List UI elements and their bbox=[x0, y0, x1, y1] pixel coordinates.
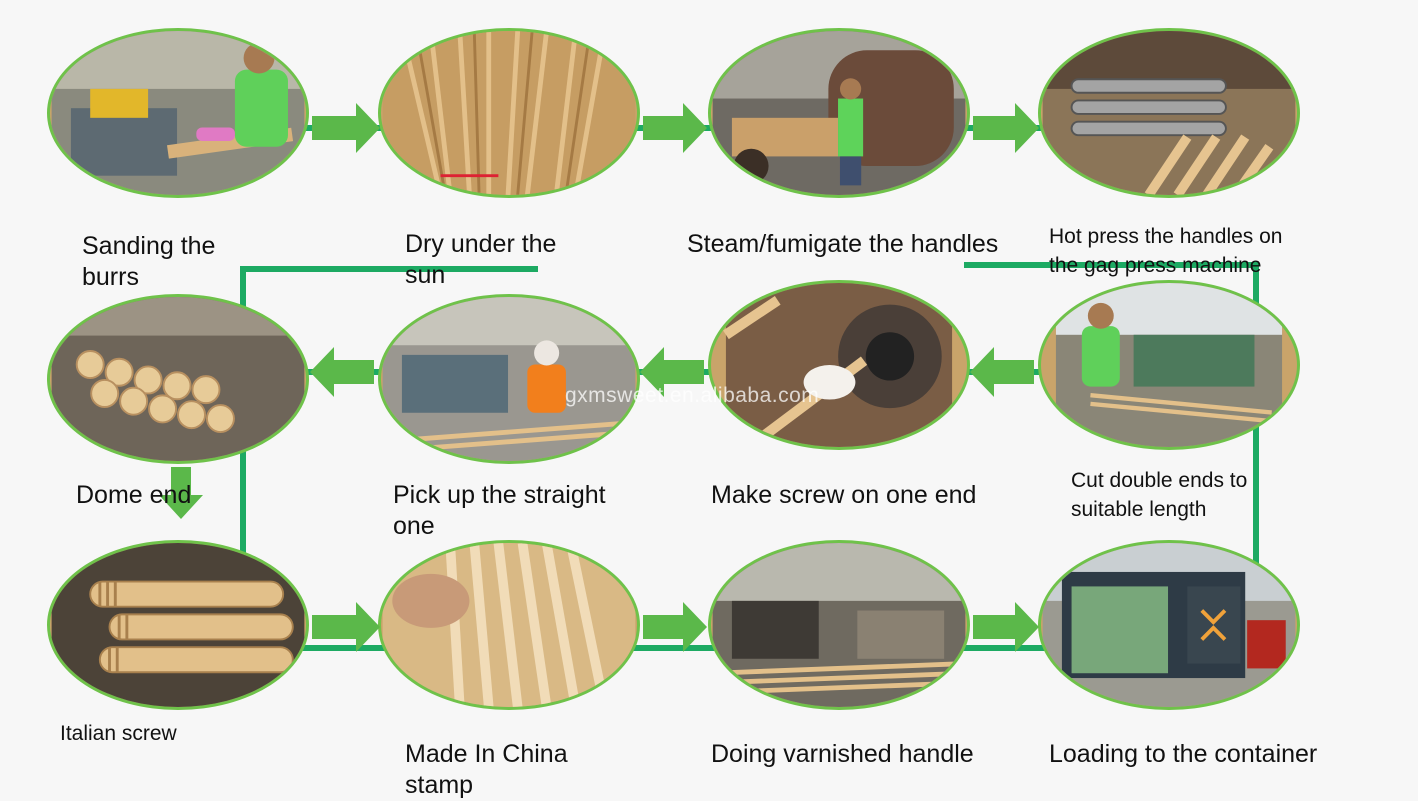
caption-cut-ends: Cut double ends to suitable length bbox=[1071, 466, 1247, 524]
caption-dry: Dry under the sun bbox=[405, 229, 556, 291]
arrow-right-icon bbox=[643, 602, 707, 652]
arrow-left-icon bbox=[310, 347, 374, 397]
caption-pick-straight: Pick up the straight one bbox=[393, 480, 606, 542]
caption-varnish: Doing varnished handle bbox=[711, 739, 974, 770]
caption-container: Loading to the container bbox=[1049, 739, 1317, 770]
caption-make-screw: Make screw on one end bbox=[711, 480, 976, 511]
watermark: gxmsweet.en.alibaba.com bbox=[565, 384, 819, 408]
arrow-right-icon bbox=[312, 103, 380, 153]
caption-hot-press: Hot press the handles on the gag press m… bbox=[1049, 222, 1282, 280]
caption-sanding: Sanding the burrs bbox=[82, 231, 215, 293]
arrow-left-icon bbox=[970, 347, 1034, 397]
arrow-right-icon bbox=[973, 103, 1039, 153]
arrow-right-icon bbox=[643, 103, 707, 153]
caption-italian-screw: Italian screw bbox=[60, 719, 177, 748]
caption-dome: Dome end bbox=[76, 480, 191, 511]
arrow-right-icon bbox=[973, 602, 1039, 652]
caption-steam: Steam/fumigate the handles bbox=[687, 229, 998, 260]
caption-stamp: Made In China stamp bbox=[405, 739, 568, 801]
arrow-right-icon bbox=[312, 602, 380, 652]
